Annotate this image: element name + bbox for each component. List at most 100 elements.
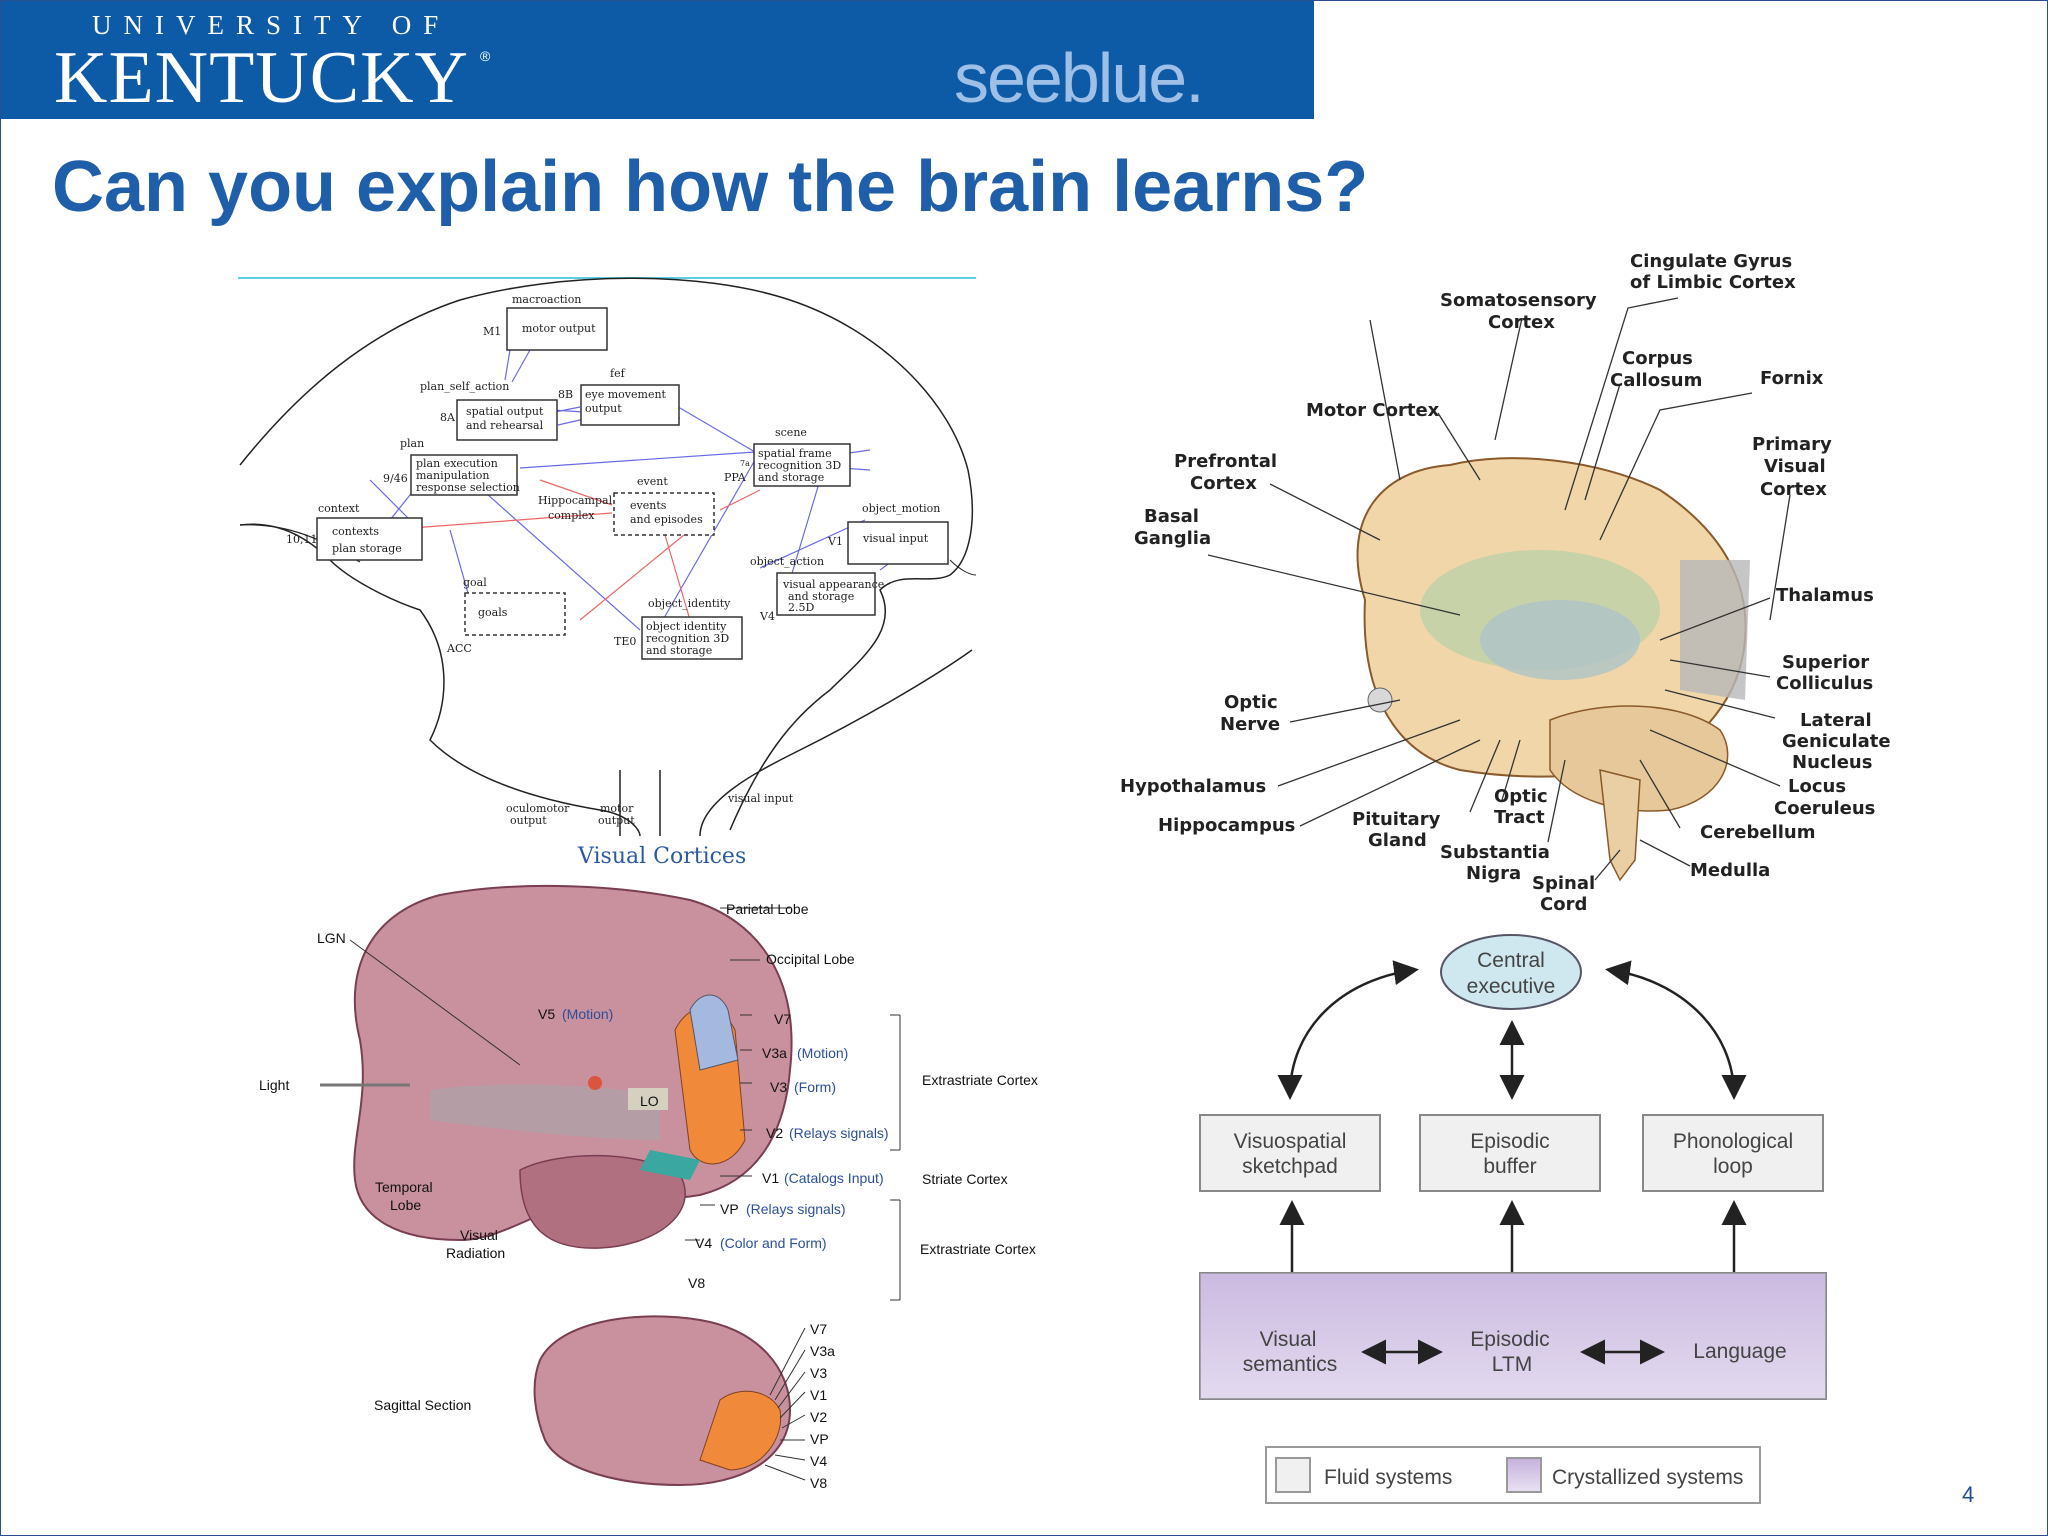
label-contexts-1: contexts [332,525,379,538]
box-visual-input [847,521,949,565]
eye-ball [1367,687,1393,713]
label-primary-3: Cortex [1760,479,1827,500]
label-v5-note: (Motion) [562,1006,613,1022]
legend-fluid-label: Fluid systems [1324,1466,1452,1489]
label-v1: V1 [762,1170,779,1186]
label-v4-note: (Color and Form) [720,1235,827,1251]
episodic-buffer-box [1419,1114,1601,1192]
label-s-v3a: V3a [810,1343,835,1359]
label-ppa: PPA [724,471,747,484]
arrow-central-visuospatial [1277,960,1419,1100]
thalamic-region [1480,600,1640,680]
box-spatial-frame [753,443,851,487]
label-vp: VP [720,1201,739,1217]
visuospatial-sketchpad-box [1199,1114,1381,1192]
label-v8: V8 [688,1275,705,1291]
episodic-buffer-line2: buffer [1483,1155,1536,1178]
label-optic-nerve-1: Optic [1224,692,1278,713]
label-v4: V4 [695,1235,712,1251]
label-spinal-1: Spinal [1532,873,1595,894]
box-eye-movement [580,384,680,426]
label-s-v8: V8 [810,1475,827,1491]
cerebellum-shape [519,1154,686,1249]
cerebellum [1549,705,1729,812]
label-plan-exec-2: manipulation [416,469,489,482]
label-v3-note: (Form) [794,1079,836,1095]
label-radiation-2: Radiation [446,1245,505,1261]
label-temporal-1: Temporal [375,1179,433,1195]
label-te0: TE0 [614,635,636,648]
legend-crystallized-label: Crystallized systems [1552,1466,1743,1489]
label-event: event [637,475,668,488]
label-object-action: object_action [750,555,824,568]
label-macroaction: macroaction [512,293,581,306]
box-visual-appearance [776,572,876,616]
label-lgn: LGN [317,930,346,946]
label-primary-2: Visual [1764,456,1826,477]
label-optic-tract-2: Tract [1494,807,1545,828]
v3-region [689,994,739,1071]
language-label: Language [1693,1340,1786,1363]
label-v2: V2 [766,1125,783,1141]
label-spinal-2: Cord [1540,894,1587,915]
central-executive-node [1440,934,1582,1010]
label-primary-1: Primary [1752,434,1832,455]
crystallized-tint [1200,1273,1826,1399]
label-fef: fef [610,367,626,380]
visual-cortices-figure: Visual Cortices Parietal Lobe Occipital … [259,844,1038,1491]
label-obj-id-1: object identity [646,620,727,633]
label-motor-2: output [598,814,635,827]
label-obj-id-3: and storage [646,644,712,657]
box-plan-execution [410,454,518,496]
label-cingulate-2: of Limbic Cortex [1630,272,1796,293]
label-s-vp: VP [810,1431,829,1447]
label-events-1: events [630,499,667,512]
university-banner: UNIVERSITY OF KENTUCKY ® seeblue. [0,0,1314,119]
label-events-2: and episodes [630,513,703,526]
legend-fluid-swatch [1275,1457,1311,1493]
label-basal-1: Basal [1144,506,1199,527]
box-object-identity [641,616,743,660]
label-s-v7: V7 [810,1321,827,1337]
tagline-see: see [954,39,1063,117]
visual-semantics-line2: semantics [1243,1353,1338,1376]
label-hypothalamus: Hypothalamus [1120,776,1266,797]
episodic-ltm-line2: LTM [1492,1353,1532,1376]
crystallized-band [1199,1272,1827,1400]
label-locus-2: Coeruleus [1774,798,1875,819]
label-contexts-2: plan storage [332,542,402,555]
label-eye-movement-1: eye movement [585,388,667,401]
label-motor: Motor Cortex [1306,400,1440,421]
episodic-buffer-line1: Episodic [1470,1130,1549,1153]
label-extrastriate-2: Extrastriate Cortex [920,1241,1036,1257]
v4-region [640,1150,700,1180]
label-superior-2: Colliculus [1776,673,1873,694]
box-goals [464,592,566,636]
label-goals: goals [478,606,508,619]
label-hippocampal-1: Hippocampal [538,494,613,507]
label-occipital: Occipital Lobe [766,951,855,967]
brainstem [1599,769,1641,882]
radiation-bands [430,1084,660,1140]
label-spatial-frame-1: spatial frame [758,447,832,460]
label-s-v2: V2 [810,1409,827,1425]
label-v3a-note: (Motion) [797,1045,848,1061]
university-line: UNIVERSITY OF [92,10,451,40]
label-prefrontal-2: Cortex [1190,473,1257,494]
brain-anatomy-figure: Cingulate Gyrus of Limbic Cortex Somatos… [1120,251,1891,915]
label-fornix: Fornix [1760,368,1824,389]
label-spatial-frame-3: and storage [758,471,824,484]
central-executive-line1: Central [1477,949,1545,972]
label-v3: V3 [770,1079,787,1095]
label-plan: plan [400,437,424,450]
label-s-v1: V1 [810,1387,827,1403]
label-lateral-3: Nucleus [1792,752,1872,773]
label-oculomotor-1: oculomotor [506,802,570,815]
slide-title: Can you explain how the brain learns? [52,147,1369,227]
label-v4: V4 [759,610,775,623]
label-visual-input-box: visual input [862,532,929,545]
label-thalamus: Thalamus [1776,585,1874,606]
label-pituitary-2: Gland [1368,830,1427,851]
label-spatial-out-2: and rehearsal [466,419,544,432]
phonological-line1: Phonological [1673,1130,1793,1153]
